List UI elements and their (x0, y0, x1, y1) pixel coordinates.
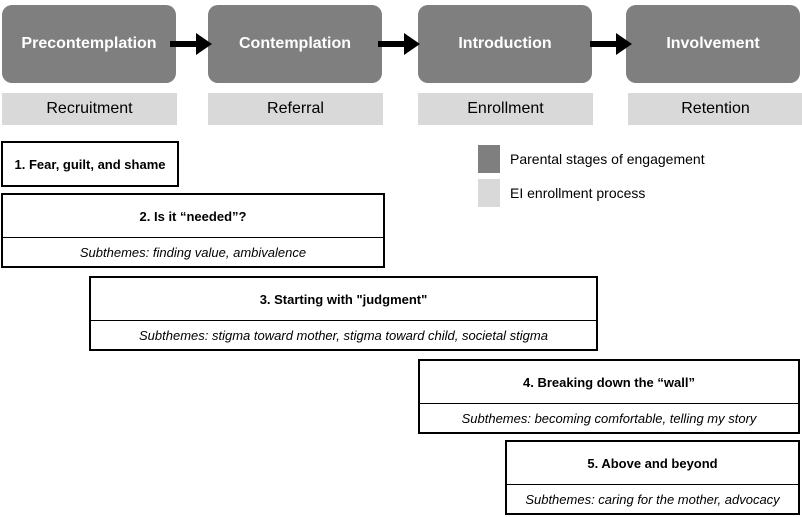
stage-involvement: Involvement (626, 5, 800, 83)
stage-label: Introduction (458, 35, 552, 52)
theme-1-box: 1. Fear, guilt, and shame (1, 141, 179, 187)
theme-subthemes: Subthemes: finding value, ambivalence (3, 237, 383, 266)
theme-title: 5. Above and beyond (587, 455, 718, 471)
legend-process-swatch (478, 179, 500, 207)
theme-subthemes: Subthemes: becoming comfortable, telling… (420, 403, 798, 432)
stage-label: Precontemplation (21, 35, 157, 52)
process-recruitment: Recruitment (2, 93, 177, 125)
theme-title: 1. Fear, guilt, and shame (14, 156, 166, 172)
theme-title: 3. Starting with "judgment" (259, 291, 428, 307)
arrow-right-icon (590, 33, 632, 55)
theme-subthemes: Subthemes: stigma toward mother, stigma … (91, 320, 596, 349)
process-referral: Referral (208, 93, 383, 125)
process-label: Recruitment (46, 100, 133, 117)
process-enrollment: Enrollment (418, 93, 593, 125)
stage-contemplation: Contemplation (208, 5, 382, 83)
stage-introduction: Introduction (418, 5, 592, 83)
process-label: Retention (681, 100, 750, 117)
legend-stages-label: Parental stages of engagement (510, 151, 705, 167)
arrow-right-icon (170, 33, 212, 55)
legend-stages-swatch (478, 145, 500, 173)
theme-subthemes: Subthemes: caring for the mother, advoca… (507, 484, 798, 513)
theme-title: 2. Is it “needed”? (139, 208, 247, 224)
legend-process-label: EI enrollment process (510, 185, 646, 201)
stage-precontemplation: Precontemplation (2, 5, 176, 83)
arrow-right-icon (378, 33, 420, 55)
theme-4-box: 4. Breaking down the “wall” Subthemes: b… (418, 359, 800, 434)
theme-5-box: 5. Above and beyond Subthemes: caring fo… (505, 440, 800, 515)
process-retention: Retention (628, 93, 802, 125)
process-label: Enrollment (467, 100, 544, 117)
theme-3-box: 3. Starting with "judgment" Subthemes: s… (89, 276, 598, 351)
theme-2-box: 2. Is it “needed”? Subthemes: finding va… (1, 193, 385, 268)
theme-title: 4. Breaking down the “wall” (523, 374, 695, 390)
process-label: Referral (267, 100, 324, 117)
stage-label: Contemplation (239, 35, 351, 52)
stage-label: Involvement (666, 35, 760, 52)
